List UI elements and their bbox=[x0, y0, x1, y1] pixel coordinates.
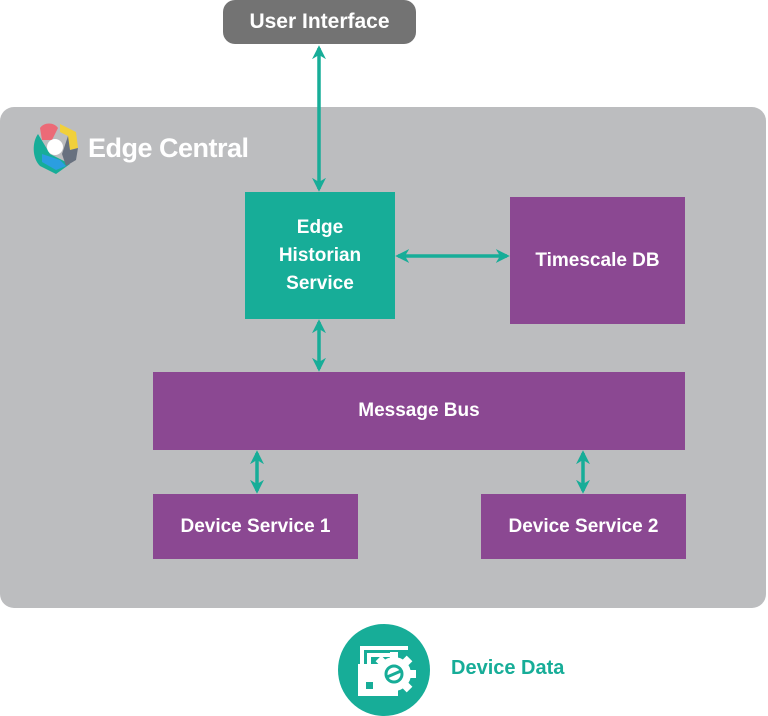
historian-line-3: Service bbox=[286, 272, 354, 294]
container-title: Edge Central bbox=[88, 133, 249, 163]
edge-central-logo-icon bbox=[33, 123, 78, 174]
timescale-db-node: Timescale DB bbox=[510, 197, 685, 324]
historian-line-1: Edge bbox=[296, 216, 344, 238]
device-gear-icon bbox=[338, 624, 430, 716]
edge-historian-service-node: Edge Historian Service bbox=[245, 192, 395, 319]
legend-device-data: Device Data bbox=[451, 657, 565, 679]
user-interface-node: User Interface bbox=[223, 0, 416, 44]
device-service-1-node: Device Service 1 bbox=[153, 494, 358, 559]
historian-line-2: Historian bbox=[278, 244, 362, 266]
message-bus-node: Message Bus bbox=[153, 372, 685, 450]
device-service-2-node: Device Service 2 bbox=[481, 494, 686, 559]
